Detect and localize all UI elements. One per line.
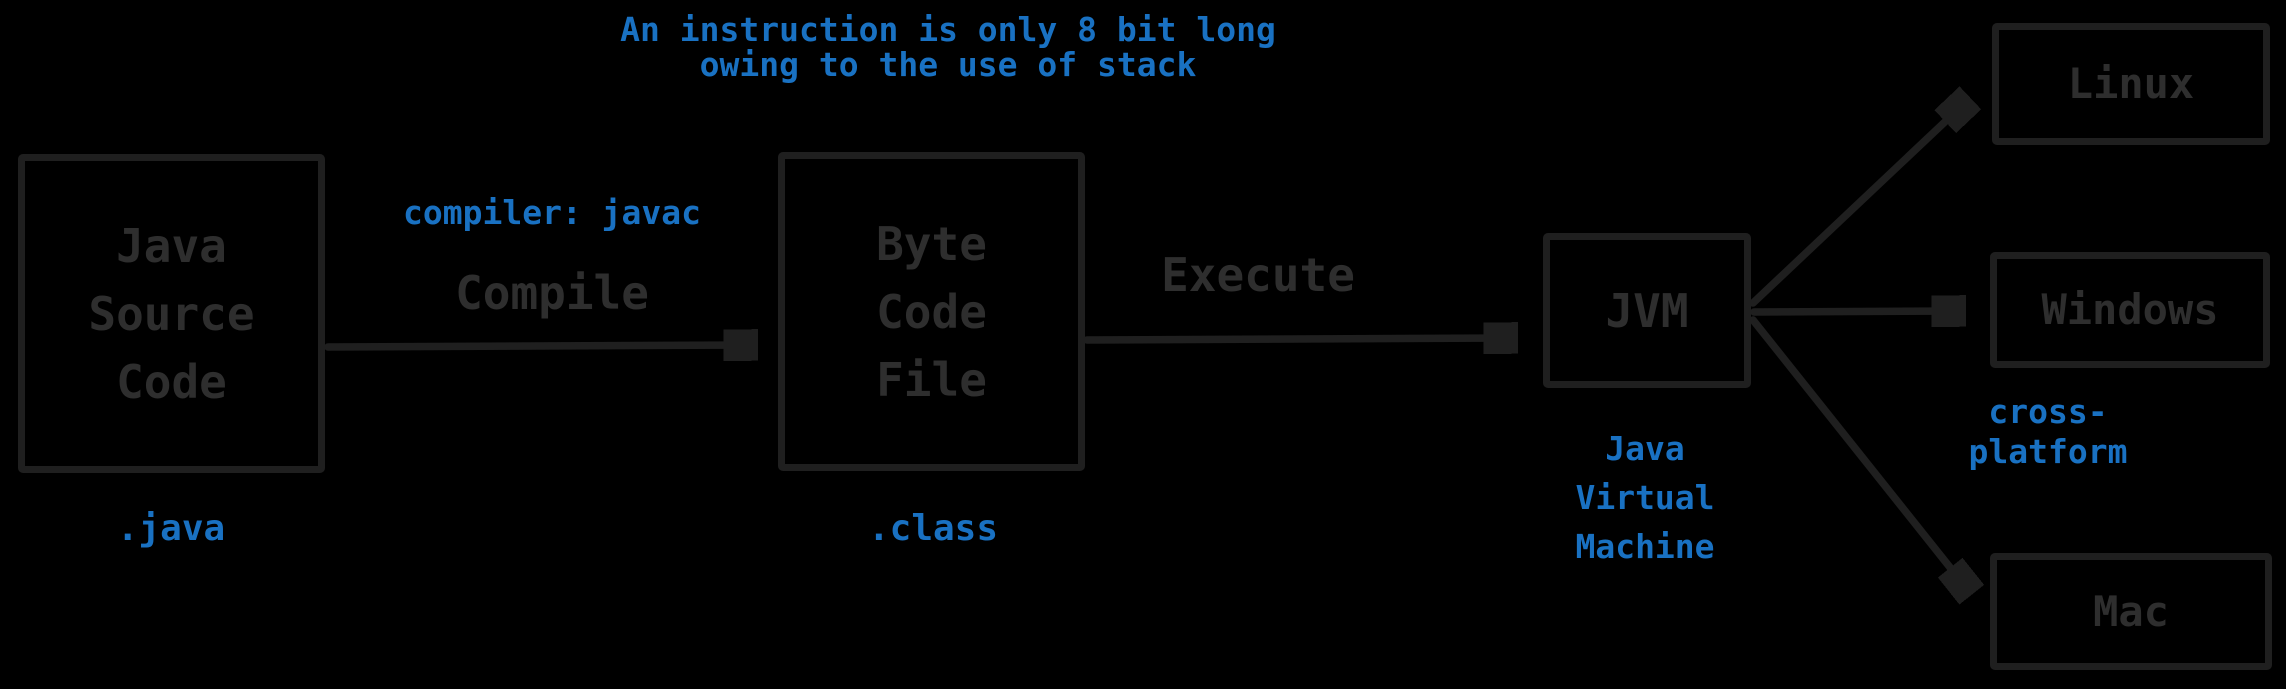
compile-arrow [324, 345, 752, 347]
java-source-label: Java Source Code [88, 218, 255, 409]
byte-code-label: Byte Code File [876, 216, 987, 407]
windows-label: Windows [2041, 285, 2219, 334]
java-source-box: Java Source Code [18, 154, 325, 473]
windows-box: Windows [1990, 252, 2270, 368]
jvm-to-windows-arrow [1750, 311, 1960, 312]
linux-box: Linux [1992, 23, 2270, 145]
byte-code-box: Byte Code File [778, 152, 1085, 471]
jvm-box: JVM [1543, 233, 1751, 388]
jvm-label: JVM [1605, 283, 1689, 338]
compile-label: Compile [455, 266, 649, 320]
cross-platform-label: cross-platform [1968, 392, 2128, 471]
compiler-annotation: compiler: javac [402, 193, 702, 232]
jvm-caption: Java Virtual Machine [1575, 429, 1715, 566]
jvm-to-linux-arrow [1749, 102, 1966, 307]
execute-label: Execute [1161, 248, 1355, 302]
class-ext-label: .class [867, 508, 999, 549]
mac-label: Mac [2093, 586, 2169, 636]
jvm-to-mac-arrow [1749, 316, 1968, 590]
linux-label: Linux [2067, 59, 2195, 108]
mac-box: Mac [1990, 553, 2272, 670]
instruction-note: An instruction is only 8 bit long owing … [620, 10, 1276, 84]
java-ext-label: .java [116, 508, 226, 549]
execute-arrow [1083, 338, 1512, 340]
